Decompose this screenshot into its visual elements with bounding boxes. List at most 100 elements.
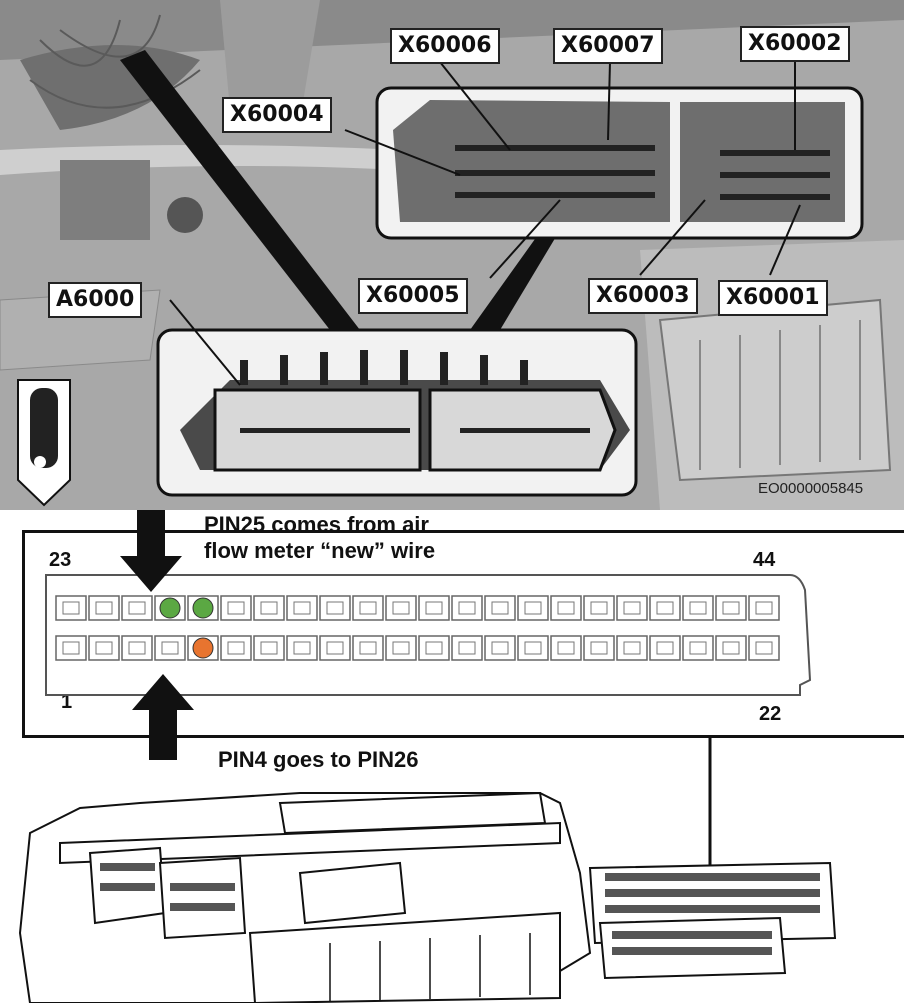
pin25-note-line1: PIN25 comes from air bbox=[204, 512, 429, 537]
callout-x60001: X60001 bbox=[718, 280, 828, 316]
pin-cell-bottom-21 bbox=[715, 635, 747, 661]
pin-cell-bottom-20 bbox=[682, 635, 714, 661]
highlighted-pin-bottom-5 bbox=[192, 637, 214, 659]
pin-cell-inner-top-6 bbox=[227, 601, 245, 615]
down-arrow-icon bbox=[120, 510, 182, 592]
pin-cell-top-1 bbox=[55, 595, 87, 621]
connector-pin-grid bbox=[45, 574, 812, 696]
pin-cell-top-20 bbox=[682, 595, 714, 621]
pin-cell-inner-top-1 bbox=[62, 601, 80, 615]
pin-cell-top-17 bbox=[583, 595, 615, 621]
pin-cell-inner-bottom-13 bbox=[458, 641, 476, 655]
pin-cell-inner-bottom-18 bbox=[623, 641, 641, 655]
callout-x60007: X60007 bbox=[553, 28, 663, 64]
pin-cell-inner-bottom-21 bbox=[722, 641, 740, 655]
pin-label-23: 23 bbox=[49, 549, 72, 571]
pin-label-1: 1 bbox=[61, 691, 73, 713]
pin-cell-inner-bottom-3 bbox=[128, 641, 146, 655]
pin-cell-inner-bottom-12 bbox=[425, 641, 443, 655]
pin-cell-bottom-6 bbox=[220, 635, 252, 661]
pin-cell-inner-top-3 bbox=[128, 601, 146, 615]
pin-cell-inner-top-2 bbox=[95, 601, 113, 615]
pin-cell-inner-top-11 bbox=[392, 601, 410, 615]
pin-cell-top-22 bbox=[748, 595, 780, 621]
pin-cell-inner-top-16 bbox=[557, 601, 575, 615]
pin-cell-inner-top-14 bbox=[491, 601, 509, 615]
pin-cell-inner-top-22 bbox=[755, 601, 773, 615]
pin-cell-top-8 bbox=[286, 595, 318, 621]
pin-label-22: 22 bbox=[759, 703, 782, 725]
figure-id-label: EO0000005845 bbox=[758, 480, 864, 497]
pin-cell-inner-bottom-17 bbox=[590, 641, 608, 655]
pin-cell-inner-top-17 bbox=[590, 601, 608, 615]
up-arrow-icon bbox=[132, 674, 194, 760]
pin-cell-inner-top-7 bbox=[260, 601, 278, 615]
pin-cell-inner-bottom-16 bbox=[557, 641, 575, 655]
pin-label-44: 44 bbox=[753, 549, 776, 571]
pin-cell-top-11 bbox=[385, 595, 417, 621]
pin-cell-bottom-18 bbox=[616, 635, 648, 661]
pin-cell-top-6 bbox=[220, 595, 252, 621]
pin-cell-inner-bottom-14 bbox=[491, 641, 509, 655]
pin-cell-top-10 bbox=[352, 595, 384, 621]
pin-cell-inner-bottom-10 bbox=[359, 641, 377, 655]
pin-cell-inner-bottom-8 bbox=[293, 641, 311, 655]
pin-cell-inner-top-18 bbox=[623, 601, 641, 615]
pin-cell-inner-top-19 bbox=[656, 601, 674, 615]
callout-x60002: X60002 bbox=[740, 26, 850, 62]
pin-cell-inner-bottom-9 bbox=[326, 641, 344, 655]
pin-cell-bottom-11 bbox=[385, 635, 417, 661]
leader-line bbox=[708, 736, 712, 886]
pin-cell-top-7 bbox=[253, 595, 285, 621]
connector-housing-illustration bbox=[18, 791, 837, 1003]
pin-cell-inner-top-21 bbox=[722, 601, 740, 615]
pin-cell-top-16 bbox=[550, 595, 582, 621]
engine-bay-illustration bbox=[0, 0, 904, 510]
pin-cell-bottom-10 bbox=[352, 635, 384, 661]
pin-cell-bottom-3 bbox=[121, 635, 153, 661]
pin-cell-inner-bottom-19 bbox=[656, 641, 674, 655]
pin-cell-bottom-22 bbox=[748, 635, 780, 661]
pin-cell-top-13 bbox=[451, 595, 483, 621]
pin-cell-inner-bottom-6 bbox=[227, 641, 245, 655]
pin4-note: PIN4 goes to PIN26 bbox=[218, 747, 419, 772]
pin-cell-bottom-16 bbox=[550, 635, 582, 661]
pin-cell-bottom-7 bbox=[253, 635, 285, 661]
pin-cell-inner-top-9 bbox=[326, 601, 344, 615]
pin-cell-inner-top-12 bbox=[425, 601, 443, 615]
callout-x60006: X60006 bbox=[390, 28, 500, 64]
pin-cell-top-18 bbox=[616, 595, 648, 621]
pin-cell-top-14 bbox=[484, 595, 516, 621]
pin-cell-inner-top-20 bbox=[689, 601, 707, 615]
pin-cell-top-12 bbox=[418, 595, 450, 621]
pin-cell-inner-bottom-1 bbox=[62, 641, 80, 655]
pin-cell-inner-bottom-4 bbox=[161, 641, 179, 655]
pin-cell-inner-top-15 bbox=[524, 601, 542, 615]
pin-cell-inner-bottom-15 bbox=[524, 641, 542, 655]
pin25-note-line2: flow meter “new” wire bbox=[204, 538, 436, 563]
pin-cell-top-19 bbox=[649, 595, 681, 621]
pin-cell-bottom-12 bbox=[418, 635, 450, 661]
engine-bay-photo: X60006 X60007 X60002 X60004 A6000 X60005… bbox=[0, 0, 904, 510]
pin-cell-inner-bottom-20 bbox=[689, 641, 707, 655]
callout-x60004: X60004 bbox=[222, 97, 332, 133]
pin-cell-bottom-2 bbox=[88, 635, 120, 661]
pin-cell-bottom-15 bbox=[517, 635, 549, 661]
pin-cell-bottom-14 bbox=[484, 635, 516, 661]
pin-cell-bottom-8 bbox=[286, 635, 318, 661]
pin-cell-inner-top-8 bbox=[293, 601, 311, 615]
pin-cell-bottom-4 bbox=[154, 635, 186, 661]
highlighted-pin-top-4 bbox=[159, 597, 181, 619]
highlighted-pin-top-5 bbox=[192, 597, 214, 619]
pin-cell-bottom-13 bbox=[451, 635, 483, 661]
pin-cell-inner-bottom-7 bbox=[260, 641, 278, 655]
pin-cell-top-2 bbox=[88, 595, 120, 621]
pin-cell-bottom-19 bbox=[649, 635, 681, 661]
pin-cell-top-9 bbox=[319, 595, 351, 621]
pin-cell-inner-bottom-2 bbox=[95, 641, 113, 655]
callout-x60003: X60003 bbox=[588, 278, 698, 314]
pin-cell-bottom-9 bbox=[319, 635, 351, 661]
pin-cell-inner-bottom-11 bbox=[392, 641, 410, 655]
callout-a6000: A6000 bbox=[48, 282, 143, 318]
pin-cell-inner-top-13 bbox=[458, 601, 476, 615]
